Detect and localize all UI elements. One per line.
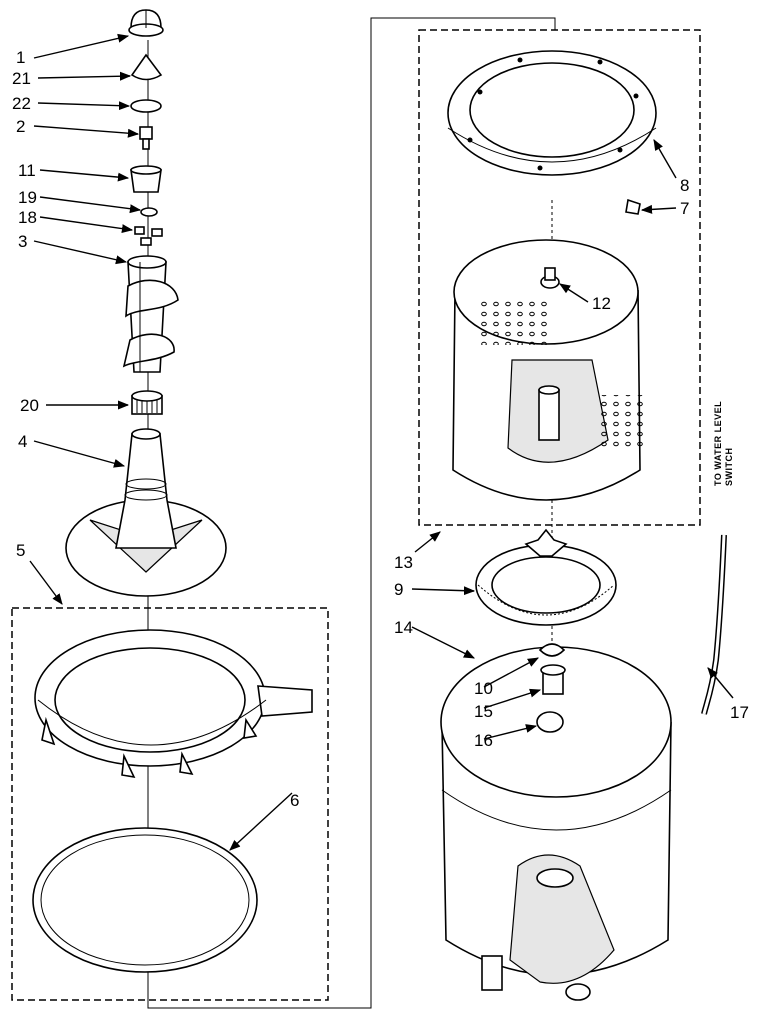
spin-basket-part bbox=[452, 239, 644, 501]
agitator-cap-part bbox=[128, 9, 164, 37]
o-ring-part bbox=[130, 99, 162, 113]
tub-ring-part bbox=[34, 629, 313, 779]
callout-19: 19 bbox=[18, 188, 37, 207]
callout-11: 11 bbox=[18, 161, 36, 180]
callout-12: 12 bbox=[592, 294, 611, 313]
hose-note-line1: TO WATER LEVEL bbox=[713, 401, 723, 486]
clamp-part bbox=[538, 643, 566, 657]
drive-block-part bbox=[536, 711, 564, 733]
hub-seal-part bbox=[475, 528, 617, 626]
cap-seal-part bbox=[130, 53, 163, 81]
auger-part bbox=[122, 255, 179, 373]
washer-part bbox=[140, 207, 158, 217]
callout-20: 20 bbox=[20, 396, 39, 415]
splined-coupling-part bbox=[131, 390, 163, 415]
callout-5: 5 bbox=[16, 541, 25, 560]
callout-9: 9 bbox=[394, 580, 403, 599]
callout-6: 6 bbox=[290, 791, 299, 810]
dog-clip-part bbox=[134, 226, 163, 246]
callout-8: 8 bbox=[680, 176, 689, 195]
basket-drive-ring-part bbox=[447, 50, 657, 176]
agitator-base-part bbox=[65, 428, 227, 597]
callout-22: 22 bbox=[12, 94, 31, 113]
callout-3: 3 bbox=[18, 232, 27, 251]
callout-7: 7 bbox=[680, 199, 689, 218]
callout-4: 4 bbox=[18, 432, 27, 451]
callout-2: 2 bbox=[16, 117, 25, 136]
callout-10: 10 bbox=[474, 679, 493, 698]
ring-clip-part bbox=[625, 198, 641, 215]
callout-21: 21 bbox=[12, 69, 31, 88]
hub-part bbox=[540, 664, 566, 695]
hose-note: TO WATER LEVEL SWITCH bbox=[713, 401, 734, 486]
outer-tub-part bbox=[440, 646, 672, 1001]
agitator-dogs-housing-part bbox=[130, 165, 162, 193]
callout-1: 1 bbox=[16, 48, 25, 67]
basket-assembly-box bbox=[418, 29, 701, 526]
callout-15: 15 bbox=[474, 702, 493, 721]
cam-bolt-part bbox=[139, 126, 153, 150]
callout-18: 18 bbox=[18, 208, 37, 227]
tub-ring-assembly-box bbox=[11, 607, 329, 1001]
water-level-hose-part bbox=[701, 534, 727, 715]
callout-17: 17 bbox=[730, 703, 749, 722]
callout-16: 16 bbox=[474, 731, 493, 750]
hose-note-line2: SWITCH bbox=[724, 448, 734, 487]
tub-seal-ring-part bbox=[32, 827, 258, 973]
callout-13: 13 bbox=[394, 553, 413, 572]
basket-nut-part bbox=[540, 267, 560, 289]
leader-lines bbox=[29, 33, 734, 851]
callout-14: 14 bbox=[394, 618, 413, 637]
